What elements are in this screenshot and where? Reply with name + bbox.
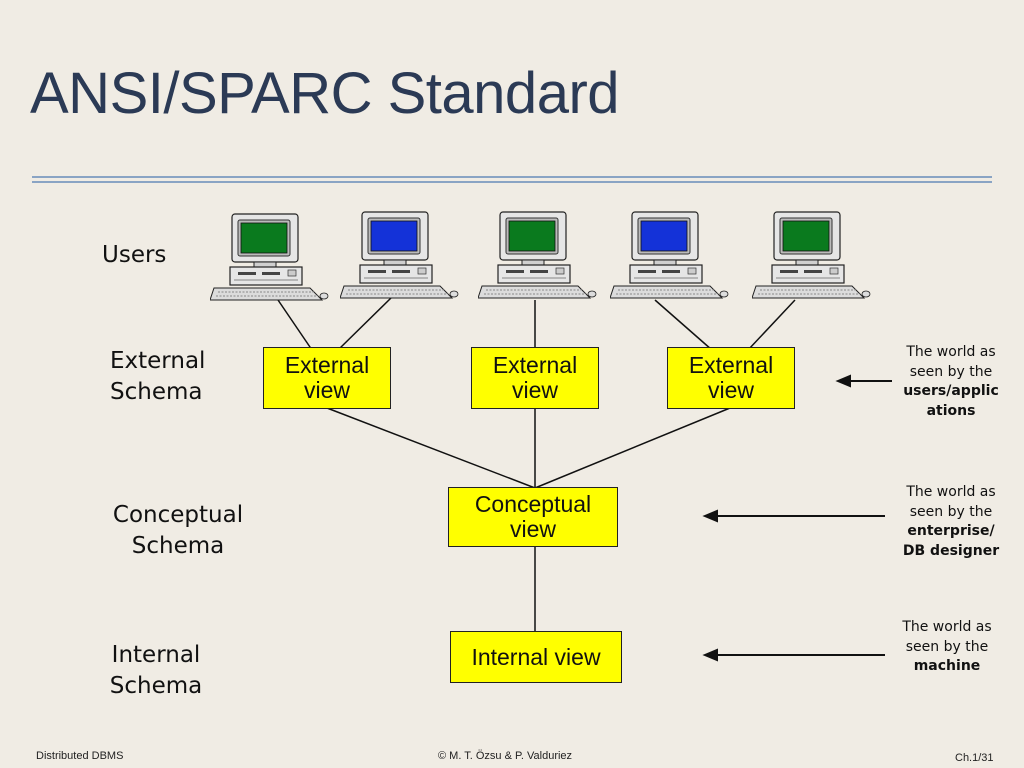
- desktop-computer-icon: [610, 211, 729, 299]
- external-view-2-line2: view: [511, 377, 558, 403]
- footer-page-number: Ch.1/31: [955, 752, 994, 764]
- description-external-line4: ations: [926, 402, 976, 419]
- description-conceptual-line3: enterprise/: [907, 523, 995, 539]
- label-conceptual-schema: Conceptual Schema: [106, 500, 250, 562]
- label-conceptual-schema-line1: Conceptual: [112, 502, 244, 528]
- external-view-2-line1: External: [492, 352, 578, 378]
- desktop-computer-icon: [210, 213, 329, 301]
- label-external-schema: External Schema: [110, 346, 205, 408]
- description-internal: The world as seen by the machine: [892, 618, 1002, 677]
- internal-view-label: Internal view: [471, 643, 601, 670]
- slide-title: ANSI/SPARC Standard: [30, 61, 620, 126]
- description-internal-line1: The world as: [902, 619, 992, 635]
- description-conceptual: The world as seen by the enterprise/ DB …: [896, 483, 1006, 561]
- label-internal-schema-line2: Schema: [109, 673, 203, 699]
- footer-left: Distributed DBMS: [36, 750, 124, 762]
- conceptual-view-line1: Conceptual: [474, 491, 592, 517]
- label-external-schema-line1: External: [110, 348, 206, 374]
- desktop-computer-icon: [340, 211, 459, 299]
- footer-center: © M. T. Özsu & P. Valduriez: [438, 750, 573, 762]
- label-conceptual-schema-line2: Schema: [131, 533, 225, 559]
- title-rule-bottom: [32, 181, 992, 183]
- description-external-line1: The world as: [906, 344, 996, 360]
- description-conceptual-line1: The world as: [906, 484, 996, 500]
- desktop-computer-icon: [752, 211, 871, 299]
- conceptual-view-line2: view: [509, 516, 556, 542]
- description-internal-line2: seen by the: [905, 638, 989, 655]
- description-internal-line3: machine: [913, 658, 981, 674]
- external-view-1-line1: External: [284, 352, 370, 378]
- label-external-schema-line2: Schema: [110, 379, 203, 405]
- desktop-computer-icon: [478, 211, 597, 299]
- description-conceptual-line4: DB designer: [902, 542, 1000, 559]
- external-view-3-line1: External: [688, 352, 774, 378]
- internal-view-box: Internal view: [450, 631, 622, 683]
- title-rule-top: [32, 176, 992, 178]
- label-internal-schema: Internal Schema: [106, 640, 206, 702]
- label-internal-schema-line1: Internal: [111, 642, 201, 668]
- description-external: The world as seen by the users/applic at…: [896, 343, 1006, 421]
- external-view-3-line2: view: [707, 377, 754, 403]
- description-conceptual-line2: seen by the: [909, 503, 993, 520]
- description-external-line2: seen by the: [909, 363, 993, 380]
- description-external-line3: users/applic: [903, 383, 999, 399]
- label-users: Users: [102, 242, 167, 268]
- external-view-1-line2: view: [303, 377, 350, 403]
